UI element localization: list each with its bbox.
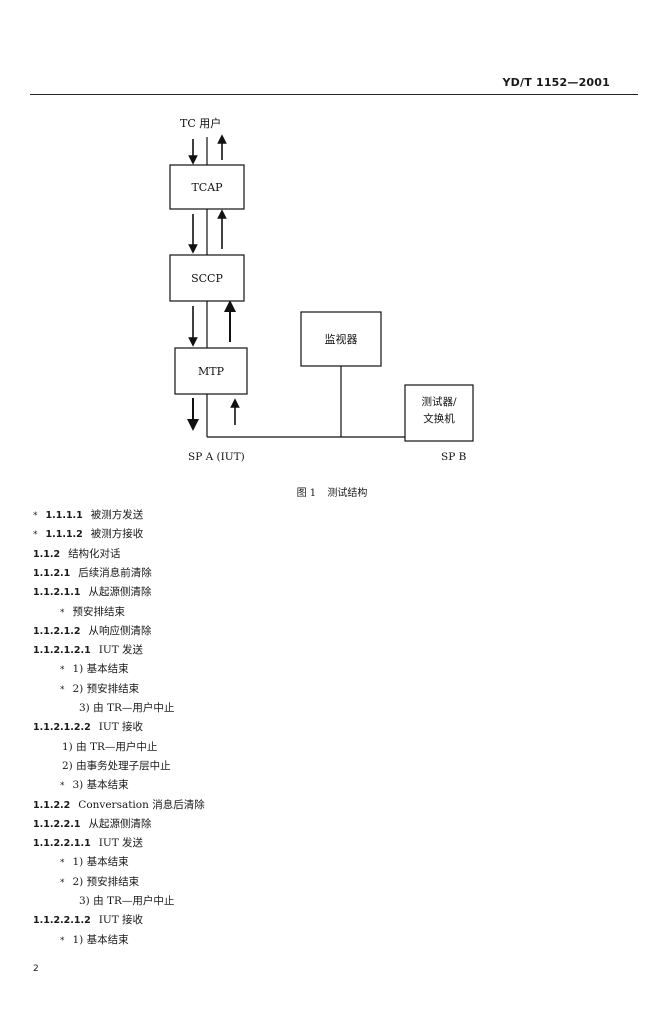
section-title: 被测方发送 [90, 509, 144, 521]
section-list-item: 3) 由 TR—用户中止 [79, 894, 174, 908]
section-title: IUT 接收 [98, 914, 144, 927]
section-title: 1) 基本结束 [72, 856, 129, 869]
section-number: 1.1.2.1.2.2 [33, 722, 91, 734]
optional-marker: * [33, 530, 38, 541]
tcap-box [169, 164, 245, 210]
tcap-label: TCAP [191, 181, 223, 194]
section-title: 3) 基本结束 [72, 779, 129, 792]
section-title: 从响应侧清除 [88, 624, 152, 637]
section-title: 1) 基本结束 [72, 663, 129, 676]
section-list-item: * 1) 基本结束 [60, 662, 129, 677]
section-number: 1.1.2.1.1 [33, 587, 81, 599]
optional-marker: * [60, 781, 65, 792]
tester-label-line1: 测试器/ [421, 395, 456, 408]
section-list-item: * 2) 预安排结束 [60, 875, 139, 890]
figure-title: 测试结构 [327, 488, 368, 499]
optional-marker: * [33, 511, 38, 521]
section-list-item: * 1) 基本结束 [60, 933, 129, 948]
monitor-box [300, 311, 382, 367]
section-list-item: 1.1.2.2.1.1 IUT 发送 [33, 836, 143, 851]
section-number: 1.1.2.2.1.2 [33, 915, 91, 927]
section-title: 1) 基本结束 [72, 933, 129, 946]
optional-marker: * [60, 877, 65, 888]
section-list-item: * 1) 基本结束 [60, 855, 129, 870]
section-title: 2) 预安排结束 [72, 875, 140, 888]
section-list-item: 1.1.2.2.1.2 IUT 接收 [33, 913, 143, 928]
page-number: 2 [33, 964, 39, 974]
section-list-item: 3) 由 TR—用户中止 [79, 701, 174, 715]
section-title: 3) 由 TR—用户中止 [79, 702, 175, 714]
section-list-item: 1.1.2.1 后续消息前清除 [33, 566, 152, 581]
section-title: 后续消息前清除 [78, 566, 152, 579]
section-title: 预安排结束 [72, 605, 126, 618]
section-list-item: 1.1.2.1.2.2 IUT 接收 [33, 720, 143, 735]
optional-marker: * [60, 607, 65, 618]
section-list-item: 1.1.2.2 Conversation 消息后清除 [33, 798, 205, 813]
document-code: YD/T 1152—2001 [502, 76, 610, 89]
section-number: 1.1.2.1.2 [33, 625, 81, 637]
section-list-item: 1.1.2.1.2.1 IUT 发送 [33, 643, 143, 658]
section-number: 1.1.2 [33, 548, 61, 560]
section-list-item: * 3) 基本结束 [60, 778, 129, 793]
page-header: YD/T 1152—2001 [30, 76, 638, 95]
tester-box [404, 384, 474, 442]
section-title: IUT 接收 [98, 721, 144, 734]
sp-b-label: SP B [441, 451, 467, 463]
optional-marker: * [60, 935, 65, 946]
figure-caption: 图 1 测试结构 [0, 484, 664, 499]
section-number: 1.1.2.1.2.1 [33, 645, 91, 657]
section-list-item: 1.1.2.2.1 从起源侧清除 [33, 817, 152, 832]
mtp-box [174, 347, 248, 395]
section-title: 结构化对话 [68, 547, 121, 560]
figure-label: 图 1 [296, 488, 317, 499]
section-number: 1.1.2.2.1.1 [33, 838, 91, 850]
section-number: 1.1.2.1 [33, 567, 71, 579]
section-title: 2) 预安排结束 [72, 682, 140, 695]
sccp-box [169, 254, 245, 302]
section-list-item: 1) 由 TR—用户中止 [62, 740, 157, 754]
section-title: 被测方接收 [90, 528, 144, 541]
section-list-item: * 预安排结束 [60, 605, 125, 620]
sccp-label: SCCP [191, 272, 223, 285]
mtp-label: MTP [198, 365, 225, 378]
section-title: Conversation 消息后清除 [78, 798, 205, 811]
section-list-item: 1.1.2.1.2 从响应侧清除 [33, 624, 152, 639]
section-title: 2) 由事务处理子层中止 [62, 759, 171, 772]
section-list-item: * 2) 预安排结束 [60, 682, 139, 697]
monitor-label: 监视器 [325, 332, 358, 346]
section-number: 1.1.2.2.1 [33, 818, 81, 830]
section-list-item: 1.1.2 结构化对话 [33, 547, 121, 562]
tc-user-label: TC 用户 [180, 116, 221, 130]
tester-label-line2: 文换机 [423, 412, 455, 425]
test-structure-diagram: TC 用户 TCAP SCCP MTP 监视器 测试器/ 文换机 SP A (I… [169, 116, 474, 463]
optional-marker: * [60, 665, 65, 676]
optional-marker: * [60, 684, 65, 695]
section-title: 1) 由 TR—用户中止 [62, 740, 158, 753]
section-title: IUT 发送 [98, 644, 144, 657]
section-number: 1.1.2.2 [33, 799, 71, 811]
section-title: 从起源侧清除 [88, 586, 152, 599]
optional-marker: * [60, 858, 65, 869]
section-title: 3) 由 TR—用户中止 [79, 895, 175, 907]
section-list-item: 1.1.2.1.1 从起源侧清除 [33, 585, 152, 600]
section-title: IUT 发送 [98, 837, 144, 850]
sp-a-label: SP A (IUT) [188, 451, 245, 463]
section-number: 1.1.1.2 [45, 529, 83, 541]
section-title: 从起源侧清除 [88, 817, 152, 830]
section-list-item: * 1.1.1.1 被测方发送 [33, 508, 143, 523]
section-number: 1.1.1.1 [45, 510, 83, 521]
section-list-item: 2) 由事务处理子层中止 [62, 759, 171, 773]
section-list-item: * 1.1.1.2 被测方接收 [33, 527, 143, 542]
